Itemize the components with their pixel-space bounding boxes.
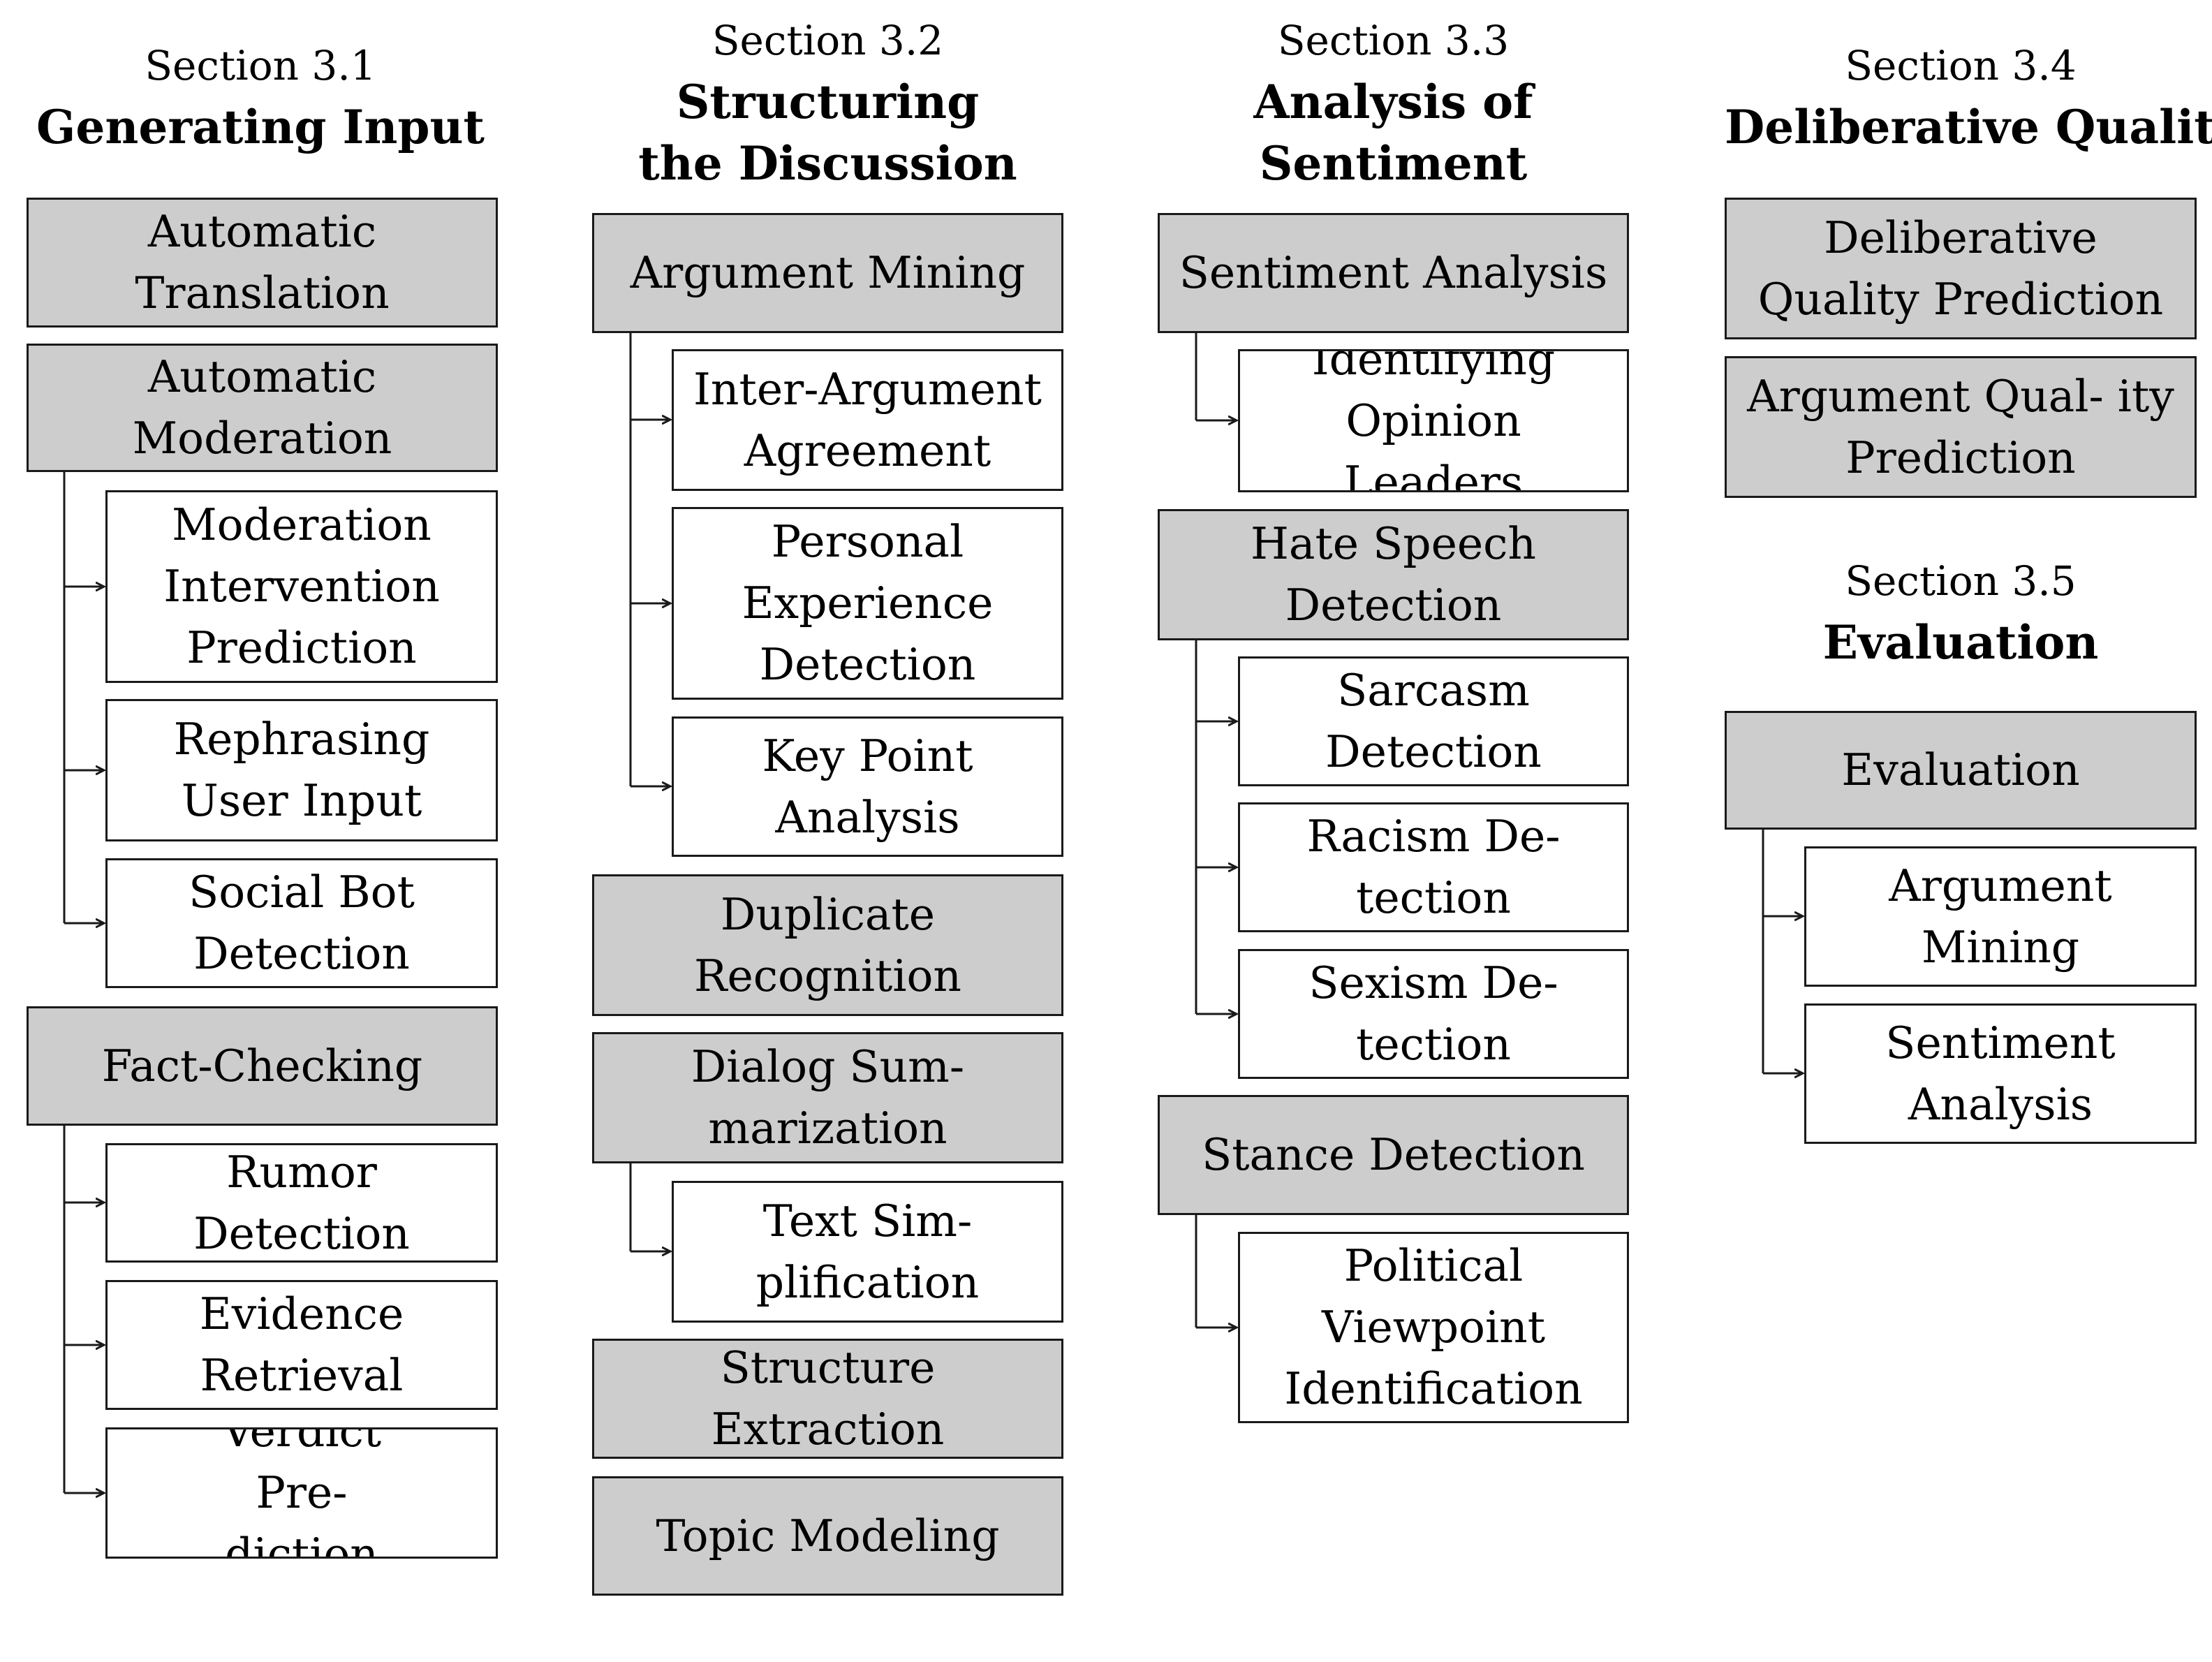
box-label: Argument Qual- ity Prediction <box>1747 370 2174 483</box>
hate-speech-detection-box: Hate Speech Detection <box>1158 509 1629 640</box>
evaluation-box: Evaluation <box>1725 711 2197 830</box>
box-label: Sentiment Analysis <box>1885 1017 2116 1130</box>
section-3-5-heading: Section 3.5 Evaluation <box>1725 550 2197 673</box>
box-label: Topic Modeling <box>656 1510 1000 1561</box>
box-label: Evidence Retrieval <box>199 1288 404 1401</box>
racism-detection-box: Racism De- tection <box>1238 802 1629 932</box>
stance-detection-box: Stance Detection <box>1158 1095 1629 1215</box>
section-number: Section 3.1 <box>145 42 376 89</box>
section-3-2-heading: Section 3.2 Structuring the Discussion <box>592 10 1063 194</box>
fact-checking-box: Fact-Checking <box>27 1006 498 1126</box>
box-label: Key Point Analysis <box>762 730 973 843</box>
evidence-retrieval-box: Evidence Retrieval <box>105 1280 498 1410</box>
box-label: Identifying Opinion Leaders <box>1311 349 1556 492</box>
box-label: Personal Experience Detection <box>742 516 994 690</box>
evaluation-argument-mining-box: Argument Mining <box>1804 846 2197 987</box>
personal-experience-detection-box: Personal Experience Detection <box>672 507 1063 700</box>
automatic-moderation-box: Automatic Moderation <box>27 344 498 472</box>
box-label: Duplicate Recognition <box>694 888 961 1001</box>
box-label: Verdict Pre- diction <box>221 1427 382 1559</box>
rephrasing-user-input-box: Rephrasing User Input <box>105 699 498 841</box>
box-label: Dialog Sum- marization <box>691 1041 965 1154</box>
box-label: Moderation Intervention Prediction <box>163 499 440 673</box>
box-label: Rumor Detection <box>193 1146 410 1259</box>
key-point-analysis-box: Key Point Analysis <box>672 716 1063 857</box>
identifying-opinion-leaders-box: Identifying Opinion Leaders <box>1238 349 1629 492</box>
political-viewpoint-identification-box: Political Viewpoint Identification <box>1238 1232 1629 1423</box>
section-title: Generating Input <box>36 100 485 154</box>
box-label: Structure Extraction <box>711 1342 945 1455</box>
box-label: Argument Mining <box>1889 860 2112 973</box>
section-title: Analysis of Sentiment <box>1253 75 1533 191</box>
box-label: Text Sim- plification <box>755 1195 980 1308</box>
sentiment-analysis-box: Sentiment Analysis <box>1158 213 1629 333</box>
section-3-1-heading: Section 3.1 Generating Input <box>27 35 494 158</box>
sarcasm-detection-box: Sarcasm Detection <box>1238 656 1629 786</box>
box-label: Fact-Checking <box>101 1040 423 1091</box>
duplicate-recognition-box: Duplicate Recognition <box>592 874 1063 1016</box>
box-label: Sexism De- tection <box>1308 957 1558 1070</box>
box-label: Political Viewpoint Identification <box>1284 1240 1583 1414</box>
dialog-summarization-box: Dialog Sum- marization <box>592 1032 1063 1163</box>
box-label: Inter-Argument Agreement <box>693 363 1042 476</box>
section-title: Evaluation <box>1822 615 2099 670</box>
section-title: Structuring the Discussion <box>638 75 1017 191</box>
argument-mining-box: Argument Mining <box>592 213 1063 333</box>
box-label: Automatic Moderation <box>132 351 392 464</box>
argument-quality-prediction-box: Argument Qual- ity Prediction <box>1725 356 2197 498</box>
box-label: Argument Mining <box>630 247 1026 298</box>
social-bot-detection-box: Social Bot Detection <box>105 858 498 988</box>
section-number: Section 3.2 <box>711 17 944 64</box>
box-label: Rephrasing User Input <box>173 714 430 826</box>
deliberative-quality-prediction-box: Deliberative Quality Prediction <box>1725 198 2197 339</box>
automatic-translation-box: Automatic Translation <box>27 198 498 328</box>
structure-extraction-box: Structure Extraction <box>592 1339 1063 1459</box>
section-number: Section 3.5 <box>1845 557 2077 605</box>
moderation-intervention-prediction-box: Moderation Intervention Prediction <box>105 490 498 683</box>
box-label: Hate Speech Detection <box>1250 518 1537 631</box>
rumor-detection-box: Rumor Detection <box>105 1143 498 1263</box>
section-number: Section 3.4 <box>1845 42 2077 89</box>
box-label: Automatic Translation <box>135 206 390 318</box>
section-3-3-heading: Section 3.3 Analysis of Sentiment <box>1158 10 1629 194</box>
section-number: Section 3.3 <box>1277 17 1510 64</box>
section-3-4-heading: Section 3.4 Deliberative Quality <box>1725 35 2212 158</box>
box-label: Evaluation <box>1841 744 2080 795</box>
box-label: Sentiment Analysis <box>1179 247 1608 298</box>
verdict-prediction-box: Verdict Pre- diction <box>105 1427 498 1559</box>
box-label: Sarcasm Detection <box>1325 665 1542 777</box>
box-label: Deliberative Quality Prediction <box>1757 212 2164 325</box>
text-simplification-box: Text Sim- plification <box>672 1181 1063 1323</box>
inter-argument-agreement-box: Inter-Argument Agreement <box>672 349 1063 491</box>
section-title: Deliberative Quality <box>1725 100 2212 154</box>
sexism-detection-box: Sexism De- tection <box>1238 949 1629 1079</box>
evaluation-sentiment-analysis-box: Sentiment Analysis <box>1804 1003 2197 1144</box>
topic-modeling-box: Topic Modeling <box>592 1476 1063 1596</box>
box-label: Social Bot Detection <box>189 867 415 979</box>
box-label: Stance Detection <box>1202 1129 1585 1180</box>
box-label: Racism De- tection <box>1306 811 1561 923</box>
